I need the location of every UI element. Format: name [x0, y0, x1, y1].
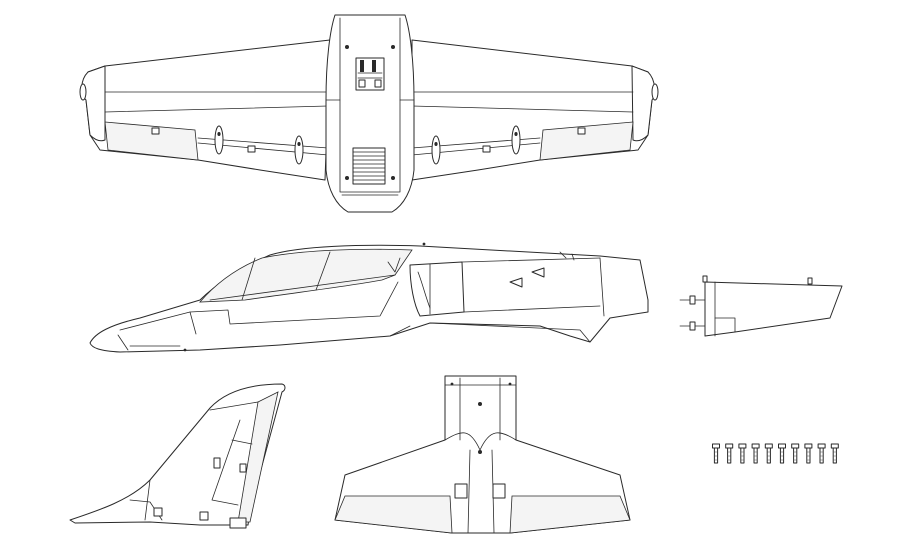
screw-set [713, 444, 839, 463]
screw [752, 444, 759, 463]
screw [713, 444, 720, 463]
tail-cone [680, 276, 842, 336]
screw [831, 444, 838, 463]
screw [805, 444, 812, 463]
screw [739, 444, 746, 463]
screw [765, 444, 772, 463]
screw [792, 444, 799, 463]
fuselage [90, 242, 648, 352]
screw [726, 444, 733, 463]
screw [779, 444, 786, 463]
pylon-left-outer [215, 126, 223, 154]
main-wing [80, 15, 658, 212]
pylon-right-outer [512, 126, 520, 154]
screw [818, 444, 825, 463]
pylon-left-inner [295, 136, 303, 164]
horizontal-stabilizer [335, 376, 630, 533]
pylon-right-inner [432, 136, 440, 164]
vertical-stabilizer [70, 384, 285, 528]
connector-pins [358, 60, 382, 87]
